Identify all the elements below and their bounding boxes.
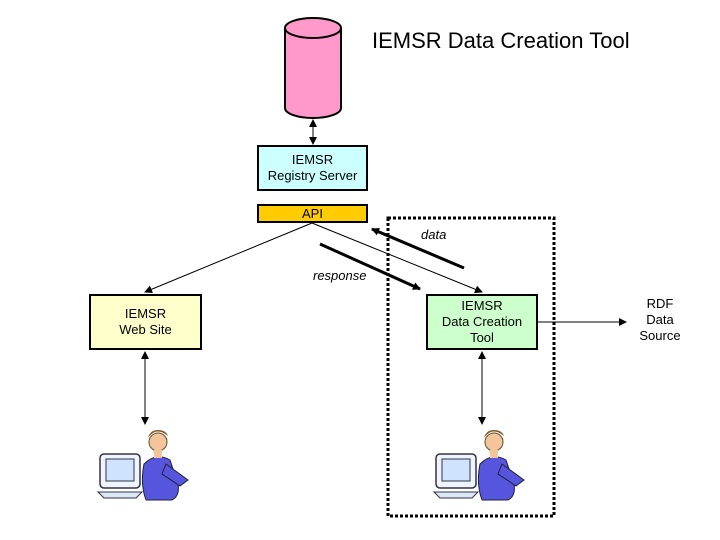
response-flow-label: response (313, 268, 367, 283)
data-creation-tool-box: IEMSR Data Creation Tool (426, 294, 538, 350)
database-cylinder-icon (284, 17, 342, 119)
response-flow-arrow (319, 242, 421, 291)
tool-boundary (386, 216, 556, 518)
user-at-computer-icon (96, 430, 189, 501)
data-flow-arrow (371, 227, 465, 270)
api-box: API (257, 204, 368, 223)
api-website-arrow (144, 222, 313, 294)
page-title: IEMSR Data Creation Tool (372, 28, 630, 53)
api-tool-arrow (311, 222, 483, 294)
data-flow-label: data (421, 227, 447, 242)
rdf-data-source-label: RDF Data Source (639, 296, 681, 343)
registry-server-box: IEMSR Registry Server (257, 145, 368, 191)
user-at-computer-icon (432, 430, 525, 501)
web-site-box: IEMSR Web Site (89, 294, 202, 350)
